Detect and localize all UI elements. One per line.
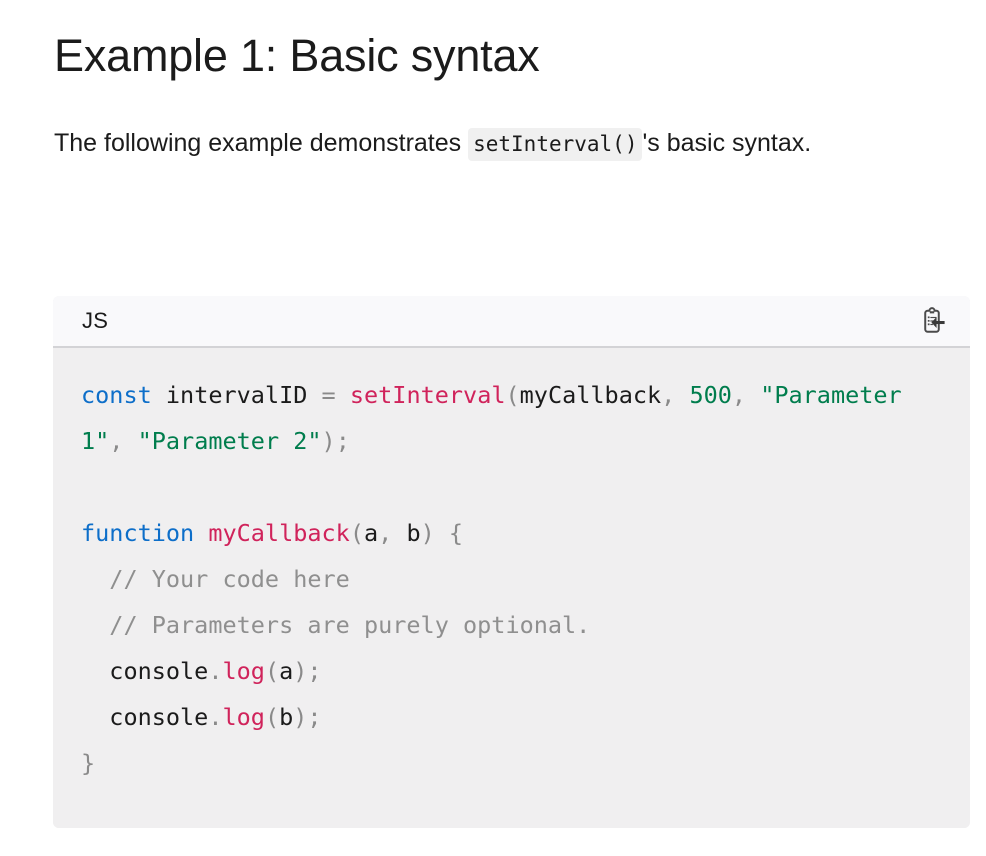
intro-paragraph: The following example demonstrates setIn… — [54, 86, 962, 173]
copy-to-clipboard-button[interactable] — [914, 303, 950, 339]
code-language-label: JS — [82, 308, 109, 333]
paragraph-text-before: The following example demonstrates — [54, 129, 462, 157]
paragraph-text-after: 's basic syntax. — [642, 129, 812, 157]
page-title: Example 1: Basic syntax — [54, 30, 540, 81]
code-block-body: const intervalID = setInterval(myCallbac… — [53, 348, 970, 828]
code-block: JS — [53, 296, 970, 828]
inline-code-setinterval: setInterval() — [468, 128, 643, 161]
copy-to-clipboard-icon — [918, 307, 946, 335]
code-content[interactable]: const intervalID = setInterval(myCallbac… — [81, 381, 916, 777]
code-block-header: JS — [53, 296, 970, 348]
